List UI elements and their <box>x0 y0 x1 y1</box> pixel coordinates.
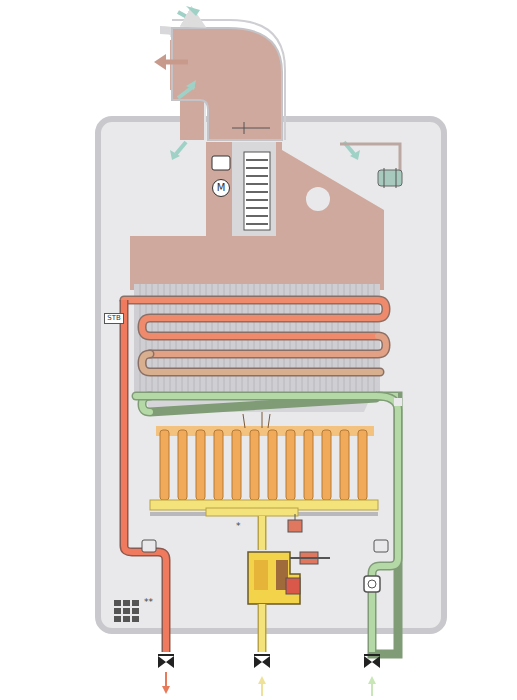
shutoff-valves <box>158 654 380 668</box>
stb-box: STB <box>104 313 124 324</box>
flue-hood <box>130 142 384 250</box>
sensor <box>378 170 402 186</box>
pump <box>364 576 380 592</box>
footnote-mark: * <box>236 522 241 531</box>
node-text: M <box>217 183 226 193</box>
node-text: STB <box>107 315 121 322</box>
control-grid <box>114 600 139 622</box>
gas-valve <box>248 552 330 604</box>
flue-pipe <box>172 28 282 140</box>
footnote-mark: ** <box>144 598 153 607</box>
motor-circle: M <box>212 179 230 197</box>
burner-row <box>156 412 374 500</box>
